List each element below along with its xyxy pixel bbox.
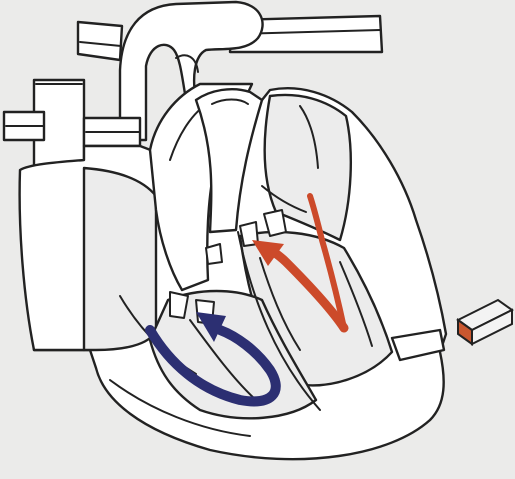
pulmonary-valve	[206, 244, 222, 264]
pulmonary-artery-left-branch	[78, 22, 122, 60]
right-atrium	[84, 168, 156, 350]
section-cut-block	[458, 300, 512, 344]
